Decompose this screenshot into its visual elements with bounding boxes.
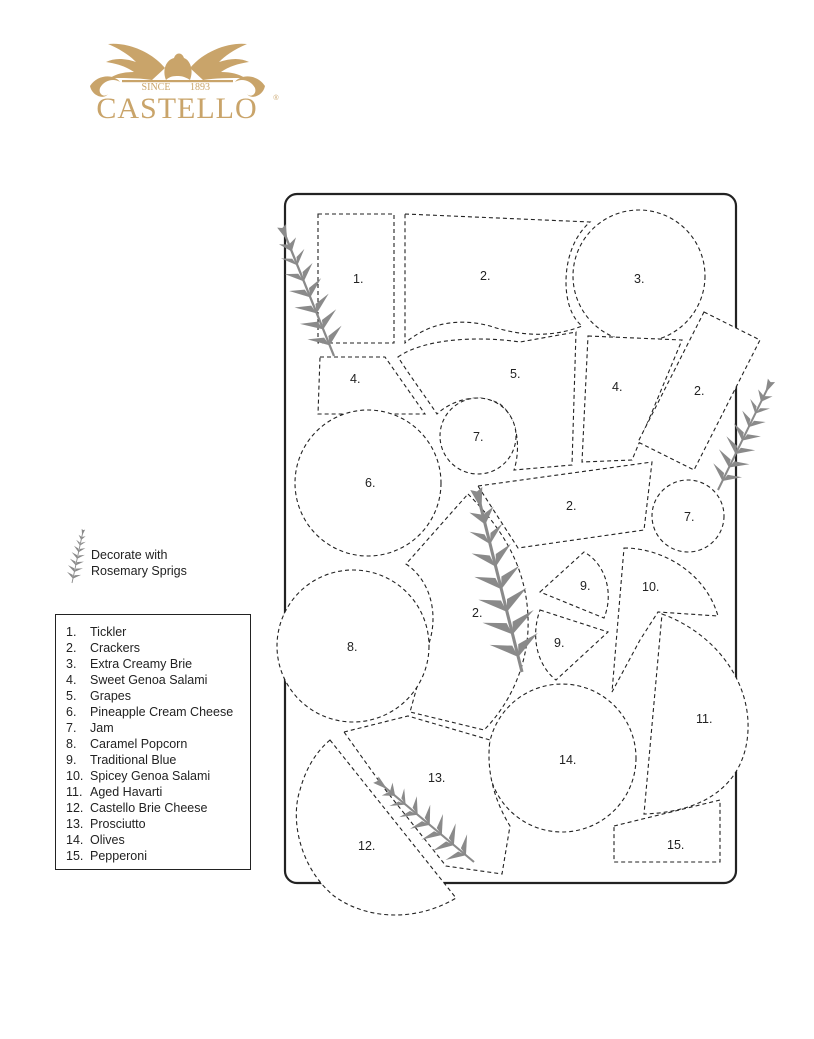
zone-tickler: [317, 213, 395, 344]
legend-item-number: 13.: [66, 817, 84, 831]
legend-item: 7. Jam: [66, 720, 250, 736]
legend-item-number: 9.: [66, 753, 77, 767]
zone-crackers-middle: [477, 461, 653, 549]
legend-item-number: 8.: [66, 737, 77, 751]
zone-label-5: 5.: [510, 367, 520, 381]
zone-label-2: 2.: [694, 384, 704, 398]
zone-label-15: 15.: [667, 838, 684, 852]
zone-jam-right: [651, 479, 725, 553]
legend-item-number: 6.: [66, 705, 77, 719]
zone-blue-bottom: [535, 609, 610, 681]
legend-item-label: Olives: [90, 833, 125, 847]
zone-label-11: 11.: [696, 712, 712, 726]
zone-label-3: 3.: [634, 272, 644, 286]
zone-label-4: 4.: [612, 380, 622, 394]
logo-brand: CASTELLO: [96, 92, 257, 125]
zone-label-9: 9.: [580, 579, 590, 593]
zone-salami-right: [581, 335, 683, 463]
legend-item-number: 12.: [66, 801, 84, 815]
legend-item-number: 3.: [66, 657, 77, 671]
castello-logo: SINCE 1893 CASTELLO ®: [90, 43, 279, 125]
legend-item-label: Aged Havarti: [90, 785, 163, 799]
legend-item-label: Spicey Genoa Salami: [90, 769, 211, 783]
legend-item-number: 5.: [66, 689, 77, 703]
zone-blue-top: [538, 551, 609, 619]
zone-label-6: 6.: [365, 476, 375, 490]
zone-salami-left: [317, 356, 427, 415]
legend-item: 10. Spicey Genoa Salami: [66, 768, 250, 784]
legend-item: 2. Crackers: [66, 640, 250, 656]
zone-label-12: 12.: [358, 839, 375, 853]
legend-item: 1. Tickler: [66, 624, 250, 640]
legend-item-label: Jam: [90, 721, 114, 735]
legend-item-number: 15.: [66, 849, 84, 863]
legend-item-number: 4.: [66, 673, 77, 687]
legend-item-label: Crackers: [90, 641, 141, 655]
legend-item-label: Tickler: [90, 625, 127, 639]
zone-prosciutto: [343, 715, 511, 875]
legend-item-label: Grapes: [90, 689, 131, 703]
zone-pineapple-cream-cheese: [294, 409, 442, 557]
zone-label-7: 7.: [473, 430, 483, 444]
zone-crackers-right: [637, 311, 761, 471]
zone-label-2: 2.: [566, 499, 576, 513]
legend-item: 15. Pepperoni: [66, 848, 250, 864]
logo-since: SINCE: [142, 82, 171, 93]
decoration-note: Decorate with Rosemary Sprigs: [60, 525, 260, 585]
zone-aged-havarti: [643, 613, 749, 815]
zone-pepperoni: [613, 799, 721, 863]
legend-item: 11. Aged Havarti: [66, 784, 250, 800]
legend-item-number: 2.: [66, 641, 77, 655]
zone-label-14: 14.: [559, 753, 576, 767]
legend-item: 8. Caramel Popcorn: [66, 736, 250, 752]
zone-castello-brie: [295, 739, 457, 916]
logo-registered: ®: [273, 94, 279, 102]
zone-label-7: 7.: [684, 510, 694, 524]
legend-item: 12. Castello Brie Cheese: [66, 800, 250, 816]
legend-item-label: Traditional Blue: [90, 753, 177, 767]
zone-label-10: 10.: [642, 580, 659, 594]
legend-item-number: 14.: [66, 833, 84, 847]
legend-item: 9. Traditional Blue: [66, 752, 250, 768]
logo-year: 1893: [190, 82, 210, 93]
zone-crackers-top: [404, 213, 592, 345]
legend-item-label: Prosciutto: [90, 817, 146, 831]
decoration-line-2: Rosemary Sprigs: [91, 564, 187, 578]
legend-item: 3. Extra Creamy Brie: [66, 656, 250, 672]
rosemary-sprig-icon: [64, 527, 88, 585]
zone-spicey-salami: [611, 547, 719, 693]
legend-item-number: 7.: [66, 721, 77, 735]
legend-item-number: 10.: [66, 769, 84, 783]
legend-item: 6. Pineapple Cream Cheese: [66, 704, 250, 720]
legend-item: 14. Olives: [66, 832, 250, 848]
legend-item-label: Caramel Popcorn: [90, 737, 188, 751]
legend-item-number: 1.: [66, 625, 77, 639]
legend-item-number: 11.: [66, 785, 83, 799]
zone-label-9: 9.: [554, 636, 564, 650]
zone-extra-creamy-brie: [572, 209, 706, 343]
zone-label-2: 2.: [472, 606, 482, 620]
legend-item-label: Extra Creamy Brie: [90, 657, 193, 671]
zone-label-2: 2.: [480, 269, 490, 283]
legend-item: 13. Prosciutto: [66, 816, 250, 832]
legend-item: 5. Grapes: [66, 688, 250, 704]
legend-item: 4. Sweet Genoa Salami: [66, 672, 250, 688]
zone-label-1: 1.: [353, 272, 363, 286]
griffin-crest-icon: [90, 43, 265, 97]
legend-item-label: Pineapple Cream Cheese: [90, 705, 234, 719]
legend-item-label: Castello Brie Cheese: [90, 801, 208, 815]
zone-jam-top: [439, 397, 517, 475]
decoration-line-1: Decorate with: [91, 548, 168, 562]
zone-label-8: 8.: [347, 640, 357, 654]
legend-item-label: Pepperoni: [90, 849, 147, 863]
zone-label-13: 13.: [428, 771, 445, 785]
zone-label-4: 4.: [350, 372, 360, 386]
zone-caramel-popcorn: [276, 569, 430, 723]
legend-item-label: Sweet Genoa Salami: [90, 673, 208, 687]
